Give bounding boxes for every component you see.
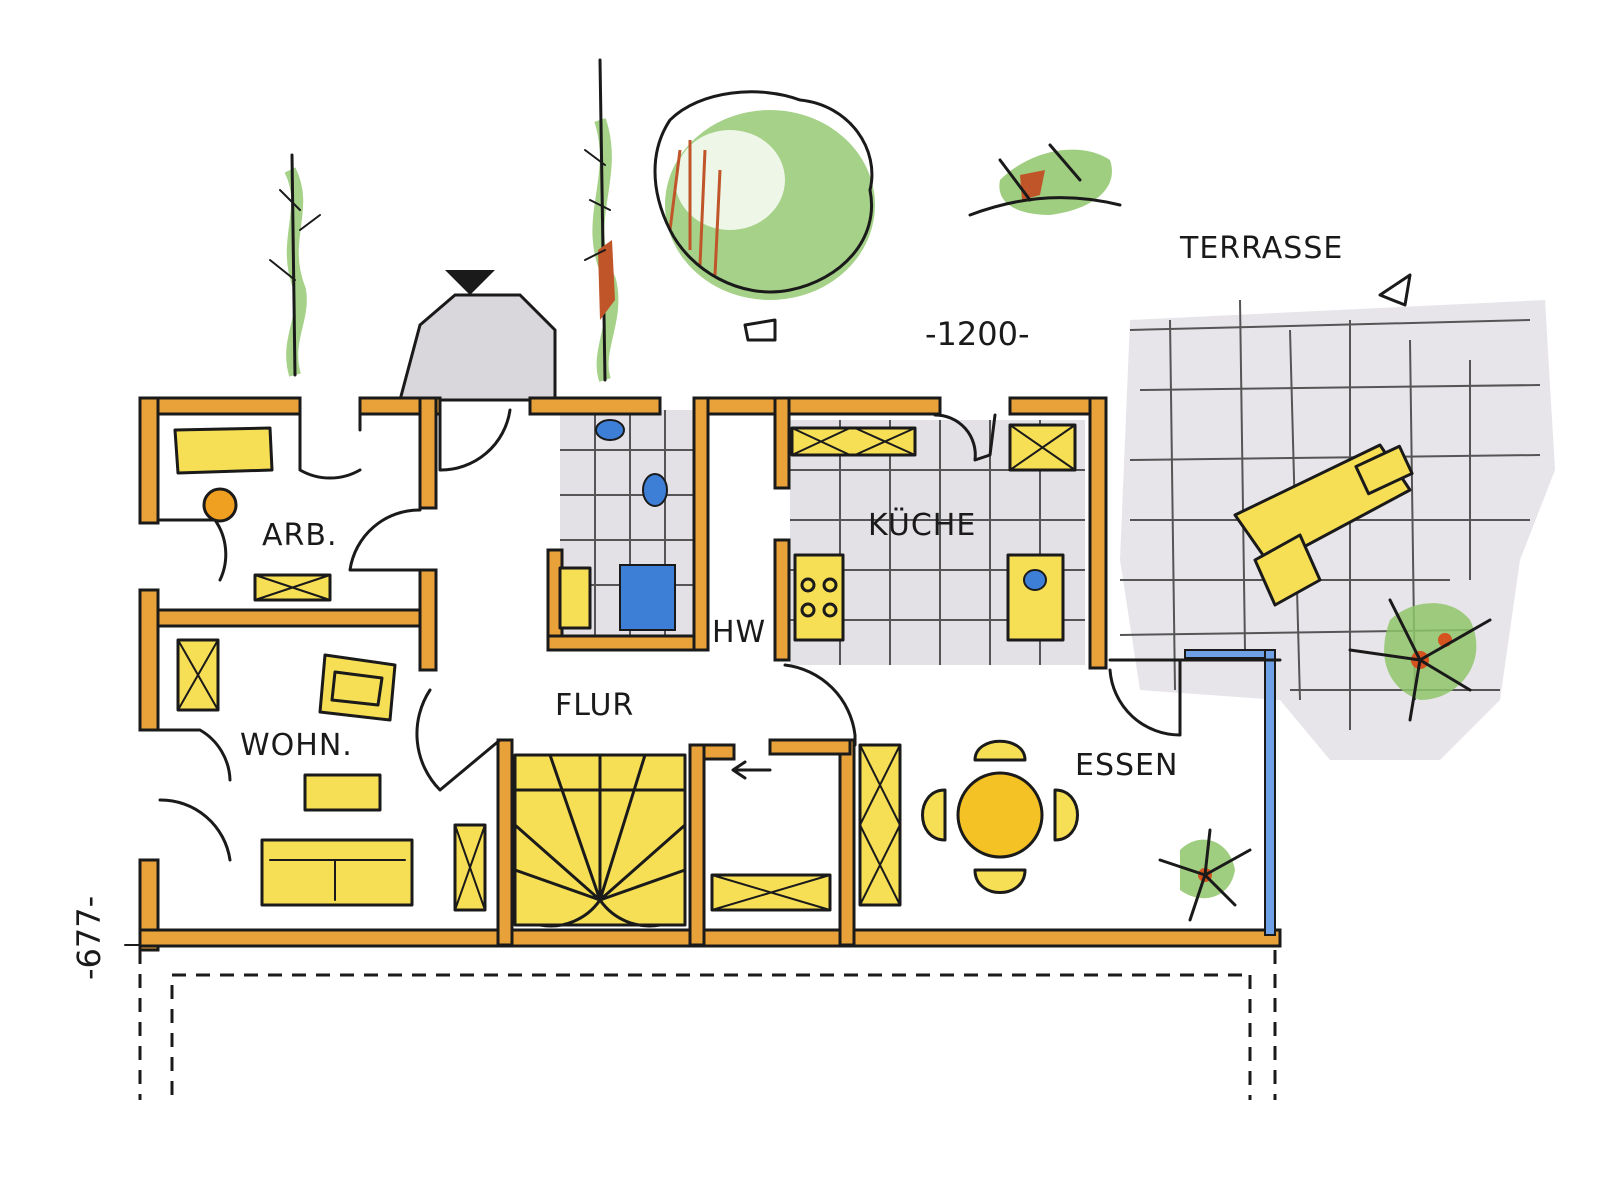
tree-bush-icon [653,90,875,342]
chair-bottom-icon [973,868,1027,894]
entrance-canopy [398,270,557,402]
essen-window-wall [1108,649,1282,936]
plant-essen-icon [1158,828,1252,922]
dimension-width: -1200- [925,315,1030,353]
walls [138,396,1282,952]
chair-top-icon [973,739,1027,762]
shrub-icon [968,143,1122,217]
kitchen-sink-icon [1006,553,1065,642]
lounge-chair [1233,443,1414,607]
tall-tree-icon [584,58,619,382]
arrow-left-icon [731,760,772,780]
room-label-arb: ARB. [262,518,337,553]
armchair [318,653,397,722]
sideboard [858,743,902,907]
terrace: TERRASSE [1119,231,1555,760]
sofa [260,838,414,907]
plant-icon [1348,598,1492,722]
wohn-furniture: WOHN. [176,638,487,912]
room-label-terrasse: TERRASSE [1179,231,1343,266]
chair-left-icon [921,788,947,842]
left-tree-icon [269,153,321,377]
coffee-table [303,773,382,812]
kitchen-upper-cabinets [790,423,1077,472]
entrance-arrow-icon [445,270,495,295]
washer-icon [558,566,592,630]
dining-table-icon [956,771,1044,859]
chair-right-icon [1053,788,1079,842]
arb-furniture: ARB. [173,426,337,602]
room-label-flur: FLUR [555,688,634,723]
toilet-icon [642,473,668,507]
stove-icon [793,553,845,642]
dashed-extension [138,950,1277,1100]
room-label-hw: HW [712,615,766,650]
staircase [513,753,687,928]
north-arrow-icon [1378,273,1412,307]
arb-cabinet [253,573,332,602]
storage-bench [710,873,832,912]
room-label-kueche: KÜCHE [868,507,976,543]
room-label-wohn: WOHN. [240,728,353,763]
wohn-shelf [453,823,487,912]
shower-icon [619,564,676,631]
kitchen-furniture: KÜCHE [790,423,1077,642]
room-label-essen: ESSEN [1075,748,1178,783]
essen-furniture: ESSEN [858,739,1178,907]
dimension-depth: -677- [70,896,108,980]
wohn-cabinet [176,638,220,712]
bath-fixtures [558,419,676,631]
sink-icon [595,419,625,441]
